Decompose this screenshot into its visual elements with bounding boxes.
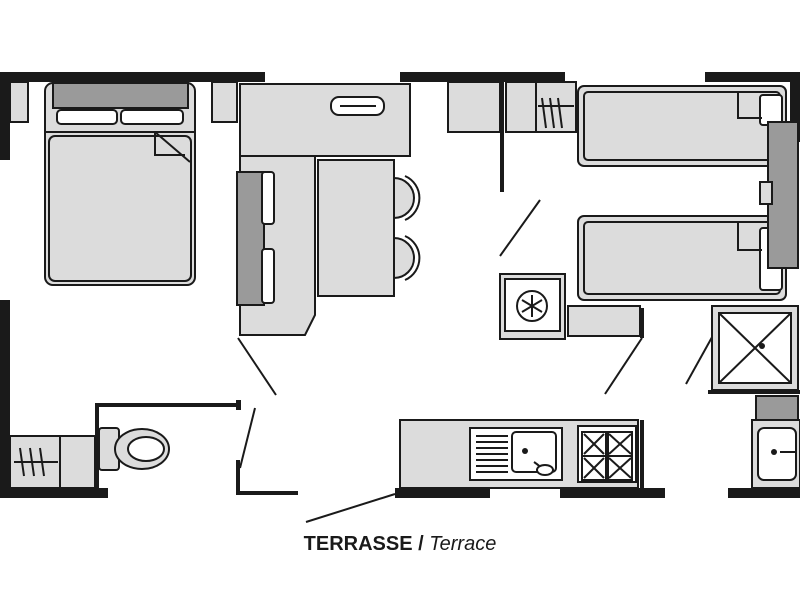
wash-basin [751,419,800,489]
bench-seating [236,155,316,336]
interior-walls [95,82,800,495]
single-bed-top [577,85,787,167]
shower-tray [711,305,799,391]
bathroom-cabinet [755,395,799,421]
caption-separator: / [418,533,424,555]
single-bed-bottom [577,215,787,301]
bedside-table [759,181,773,205]
sink [469,427,563,481]
dining-chair-top [393,175,421,221]
terrace-label-fr: TERRASSE [303,533,413,555]
kitchen-counter-top [239,83,411,157]
bedroom-wardrobe-left [9,81,29,123]
door-swing-center [499,199,541,257]
cabinet-top [447,81,501,133]
door-swing-wc [239,407,256,469]
cooktop [577,425,637,483]
snowflake-icon [521,295,543,317]
fridge [499,273,566,340]
terrace-caption: TERRASSE / Terrace [0,533,800,556]
exterior-walls [0,72,800,498]
terrace-label-en: Terrace [429,533,497,555]
toilet [98,427,170,471]
dining-table [317,159,395,297]
bedroom-wardrobe-right [211,81,238,123]
door-swing-right [604,337,643,395]
dining-chair-bottom [393,235,421,281]
wc-storage [9,435,96,489]
double-bed [44,82,196,286]
cabinet-mid-right [567,305,641,337]
wardrobe-hangers [505,81,577,133]
door-swing-left [237,337,277,396]
door-swing-terrace [305,493,396,523]
